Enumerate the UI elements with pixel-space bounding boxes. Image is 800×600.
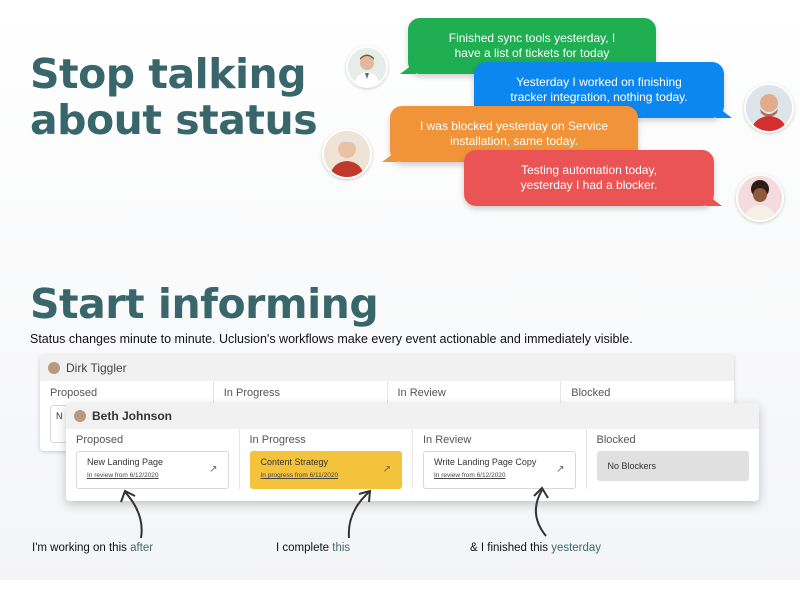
section-title: Start informing: [30, 280, 379, 328]
caption-text: I'm working on this: [32, 542, 131, 554]
card-new-landing-page[interactable]: New Landing Page In review from 6/12/202…: [76, 451, 229, 489]
card-content-strategy[interactable]: Content Strategy In progress from 6/11/2…: [249, 451, 402, 489]
message-bubble-red: Testing automation today, yesterday I ha…: [464, 150, 722, 206]
column-title: Proposed: [50, 387, 98, 399]
caption-this: I complete this: [276, 542, 350, 554]
card-title: New Landing Page: [87, 457, 164, 467]
person-icon: [738, 176, 782, 220]
avatar: [346, 46, 388, 88]
external-link-icon[interactable]: ↗: [209, 464, 218, 475]
message-text: Testing automation today, yesterday I ha…: [520, 163, 658, 192]
column-title: In Review: [397, 387, 446, 399]
card-write-landing-page-copy[interactable]: Write Landing Page Copy In review from 6…: [423, 451, 576, 489]
column-title: In Progress: [223, 387, 280, 399]
hero-title: Stop talking about status: [30, 50, 318, 144]
column-blocked: Blocked: [561, 381, 734, 443]
caption-highlight: this: [332, 542, 351, 554]
user-avatar-icon: [48, 362, 60, 374]
footer-band: [0, 580, 800, 600]
column-in-review: In Review Write Landing Page Copy In rev…: [413, 429, 587, 489]
avatar: [744, 83, 794, 133]
caption-highlight: after: [130, 542, 154, 554]
message-text: Yesterday I worked on finishing tracker …: [510, 75, 688, 104]
column-title: Proposed: [76, 434, 124, 446]
curved-arrow-icon: [533, 486, 549, 537]
board-columns: Proposed New Landing Page In review from…: [66, 429, 759, 489]
board-owner: Dirk Tiggler: [66, 361, 127, 375]
avatar: [322, 129, 372, 179]
column-title: In Progress: [249, 434, 306, 446]
swimlane-board-front: Beth Johnson Proposed New Landing Page I…: [66, 403, 759, 501]
person-icon: [746, 85, 792, 131]
card-title: No Blockers: [607, 461, 657, 471]
board-owner: Beth Johnson: [92, 409, 172, 423]
board-header: Dirk Tiggler: [40, 355, 734, 381]
user-avatar-icon: [74, 410, 86, 422]
column-title: Blocked: [571, 387, 611, 399]
section-subtitle: Status changes minute to minute. Uclusio…: [30, 332, 633, 346]
column-proposed: Proposed New Landing Page In review from…: [66, 429, 240, 489]
hero-title-line2: about status: [30, 95, 318, 144]
column-blocked: Blocked No Blockers: [587, 429, 760, 489]
person-icon: [348, 48, 386, 86]
column-in-progress: In Progress Content Strategy In progress…: [240, 429, 413, 489]
hero-title-line1: Stop talking: [30, 50, 307, 98]
column-title: In Review: [423, 434, 472, 446]
caption-after: I'm working on this after: [32, 542, 153, 554]
card-title: Content Strategy: [260, 457, 329, 467]
card-status-link[interactable]: In review from 6/12/2020: [434, 472, 506, 479]
board-columns: Proposed N In Progress In Review Blocked: [40, 381, 734, 443]
column-title: Blocked: [596, 434, 636, 446]
card-no-blockers[interactable]: No Blockers: [596, 451, 749, 481]
caption-highlight: yesterday: [551, 542, 602, 554]
card-status-link[interactable]: In review from 6/12/2020: [87, 472, 159, 479]
curved-arrow-icon: [347, 489, 372, 539]
card-status-link[interactable]: In progress from 6/11/2020: [260, 472, 339, 479]
message-text: Finished sync tools yesterday, I have a …: [448, 31, 616, 60]
caption-text: I complete: [276, 542, 333, 554]
external-link-icon[interactable]: ↗: [556, 464, 565, 475]
message-text: I was blocked yesterday on Service insta…: [419, 119, 609, 148]
caption-yesterday: & I finished this yesterday: [470, 542, 601, 554]
caption-text: & I finished this: [470, 542, 552, 554]
curved-arrow-icon: [120, 489, 143, 539]
external-link-icon[interactable]: ↗: [382, 464, 391, 475]
board-header: Beth Johnson: [66, 403, 759, 429]
person-icon: [324, 131, 370, 177]
avatar: [736, 174, 784, 222]
card-title: Write Landing Page Copy: [434, 457, 537, 467]
